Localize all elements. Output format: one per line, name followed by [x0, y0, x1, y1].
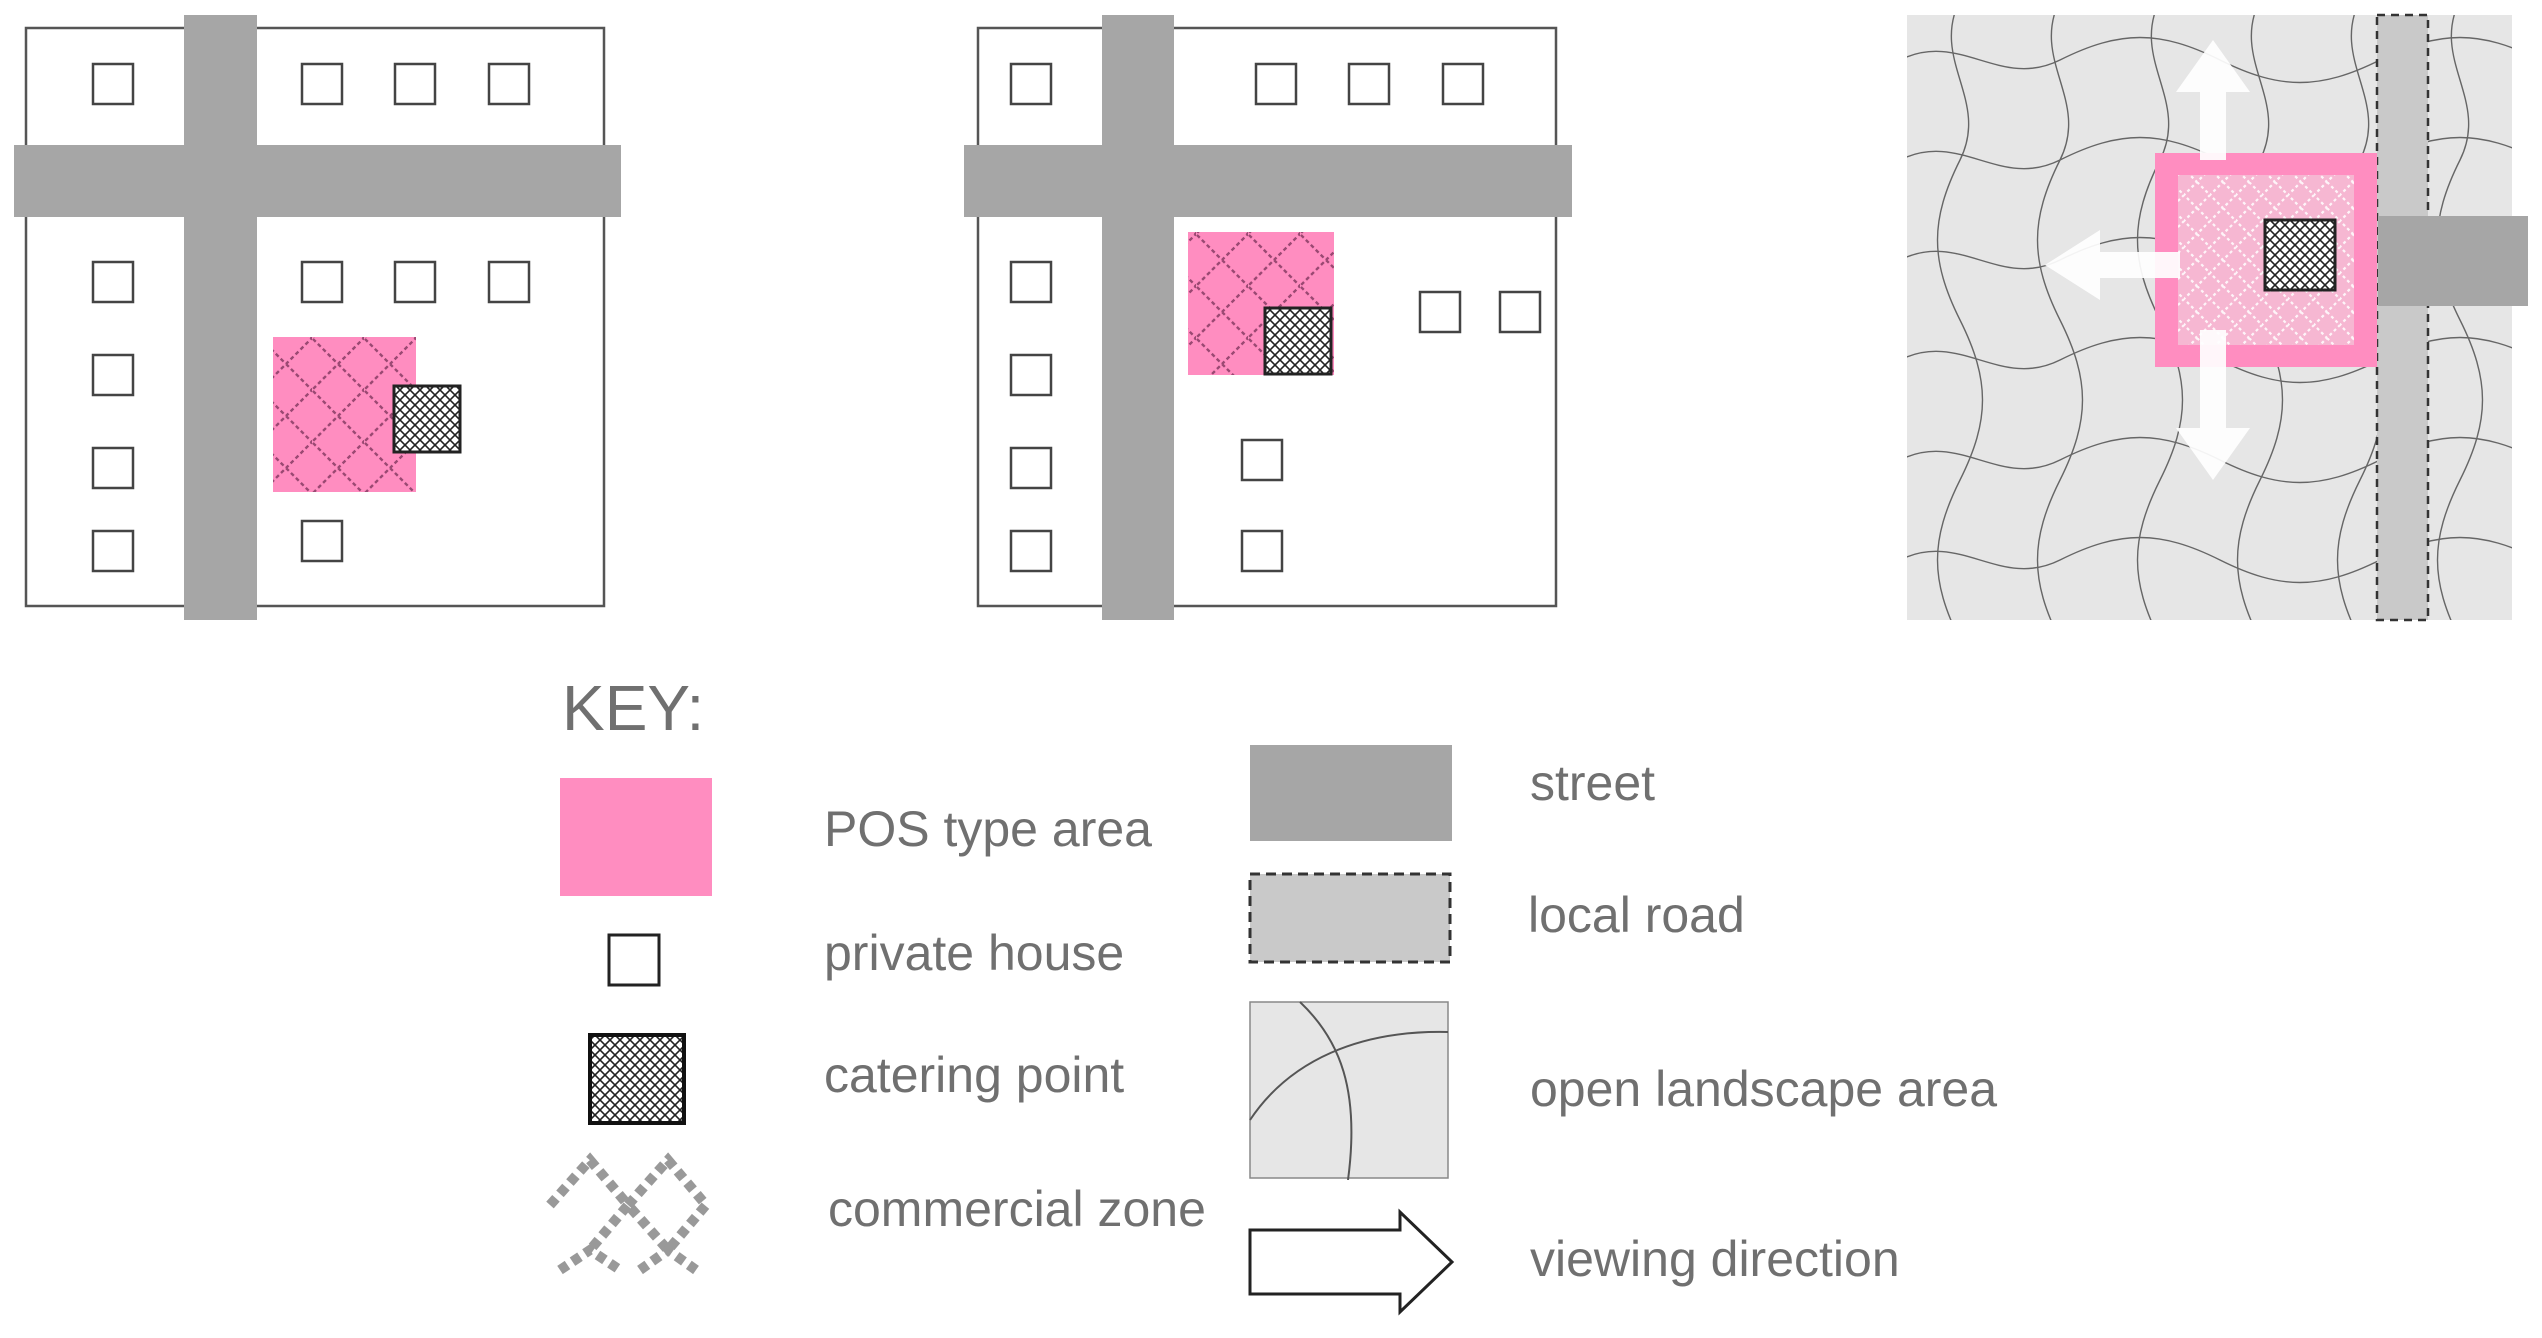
private-house — [1009, 446, 1053, 490]
private-house — [91, 446, 135, 490]
private-house — [1498, 290, 1542, 334]
street-vertical — [184, 15, 257, 620]
private-house — [1240, 438, 1284, 482]
legend-commercial-swatch — [546, 1152, 713, 1275]
arrow-up-icon — [2176, 40, 2250, 160]
private-houses — [91, 62, 531, 573]
legend-landscape-label: open landscape area — [1530, 1061, 1997, 1117]
legend-catering-label: catering point — [824, 1047, 1124, 1103]
legend-pos-label: POS type area — [824, 801, 1152, 857]
legend-landscape-swatch — [1249, 1001, 1449, 1180]
plot-boundary — [24, 26, 606, 608]
private-house — [91, 529, 135, 573]
private-house — [1254, 62, 1298, 106]
private-house — [91, 260, 135, 304]
private-house — [487, 62, 531, 106]
legend-viewing-label: viewing direction — [1530, 1231, 1900, 1287]
catering-point — [1263, 306, 1333, 376]
private-houses — [1009, 62, 1542, 573]
plan-panel-3 — [1907, 13, 2528, 622]
street-horizontal — [14, 145, 621, 217]
local-road — [2375, 13, 2430, 622]
viewing-direction-arrows — [2045, 40, 2250, 480]
legend-street-label: street — [1530, 755, 1655, 811]
legend-house-swatch — [607, 933, 661, 987]
private-house — [1009, 529, 1053, 573]
catering-point — [2263, 218, 2337, 292]
private-house — [300, 62, 344, 106]
private-house — [1347, 62, 1391, 106]
private-house — [393, 62, 437, 106]
private-house — [393, 260, 437, 304]
legend-house-label: private house — [824, 925, 1124, 981]
private-house — [300, 519, 344, 563]
legend-pos-swatch — [560, 778, 712, 896]
private-house — [91, 353, 135, 397]
arrow-left-icon — [2045, 230, 2180, 300]
legend-commercial-label: commercial zone — [828, 1181, 1206, 1237]
private-house — [1009, 260, 1053, 304]
legend-local-road-swatch — [1248, 872, 1452, 964]
private-house — [1009, 353, 1053, 397]
legend-viewing-arrow-icon — [1248, 1208, 1455, 1316]
private-house — [1441, 62, 1485, 106]
catering-point — [392, 384, 462, 454]
private-house — [1009, 62, 1053, 106]
legend-catering-swatch — [588, 1033, 686, 1125]
private-house — [487, 260, 531, 304]
private-house — [1418, 290, 1462, 334]
private-house — [91, 62, 135, 106]
private-house — [300, 260, 344, 304]
pos-area — [273, 337, 416, 492]
street-vertical — [1102, 15, 1174, 620]
street-stub — [2378, 216, 2528, 306]
legend-street-swatch — [1250, 745, 1452, 841]
plan-panel-2 — [964, 15, 1572, 620]
private-house — [1240, 529, 1284, 573]
legend-heading: KEY: — [562, 672, 704, 744]
street-horizontal — [964, 145, 1572, 217]
arrow-down-icon — [2176, 330, 2250, 480]
plan-panel-1 — [14, 15, 621, 620]
legend: KEY: POS type area private house caterin… — [546, 672, 1997, 1316]
legend-local-road-label: local road — [1528, 887, 1745, 943]
